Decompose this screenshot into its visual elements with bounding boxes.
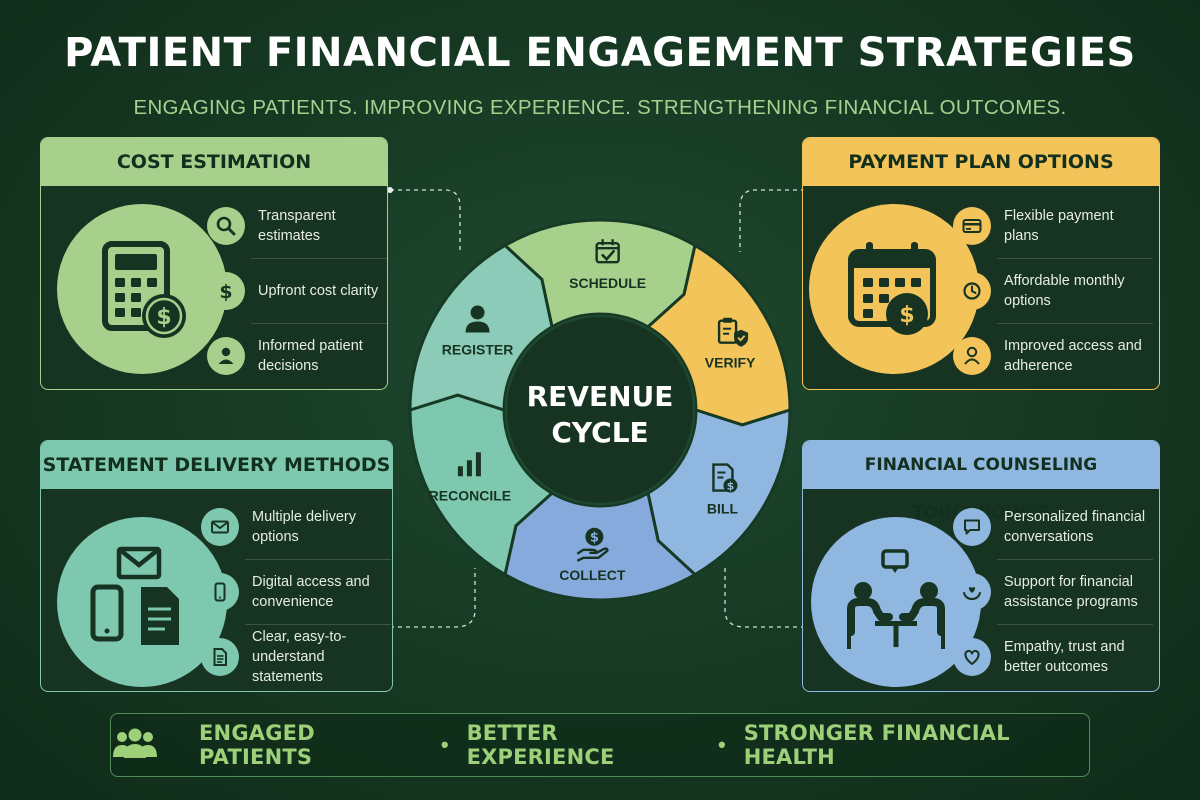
cycle-segment-reconcile bbox=[408, 393, 555, 577]
svg-text:$: $ bbox=[156, 305, 171, 330]
page-title: PATIENT FINANCIAL ENGAGEMENT STRATEGIES bbox=[64, 30, 1136, 76]
calculator-dollar-icon: $ bbox=[57, 204, 227, 374]
magnifier-icon bbox=[207, 206, 245, 245]
panel-counseling-title: FINANCIAL COUNSELING TOUCHPOINTS bbox=[803, 441, 1159, 523]
list-item: Personalized financial conversations bbox=[953, 494, 1153, 559]
list-item: Multiple delivery options bbox=[201, 494, 391, 559]
person-icon bbox=[953, 336, 991, 375]
list-item: Empathy, trust and better outcomes bbox=[953, 624, 1153, 689]
panel-cost-estimation: COST ESTIMATION $ Transparent bbox=[40, 137, 388, 390]
dollar-icon: $ bbox=[207, 271, 245, 310]
list-item: Support for financial assistance program… bbox=[953, 559, 1153, 624]
item-text: Flexible payment plans bbox=[1004, 207, 1114, 244]
cycle-label-reconcile: RECONCILE bbox=[429, 487, 511, 503]
chat-icon bbox=[953, 507, 991, 546]
footer-item-stronger-financial-health: STRONGER FINANCIAL HEALTH bbox=[743, 721, 1010, 769]
cycle-segment-bill bbox=[646, 407, 792, 577]
panel-statement-title: STATEMENT DELIVERY METHODS bbox=[41, 441, 392, 489]
item-text: Upfront cost clarity bbox=[258, 282, 379, 299]
group-icon bbox=[111, 727, 159, 764]
cost-items: Transparent estimates $ Upfront cost cla… bbox=[207, 193, 387, 388]
panel-cost-title: COST ESTIMATION bbox=[41, 138, 387, 186]
cycle-label-collect: COLLECT bbox=[559, 567, 626, 583]
heart-icon bbox=[953, 637, 991, 676]
person-icon bbox=[465, 305, 490, 333]
cycle-segment-schedule bbox=[502, 218, 697, 330]
svg-text:$: $ bbox=[899, 303, 914, 328]
cycle-center-title-line2: CYCLE bbox=[551, 416, 648, 449]
footer-item-better-experience: BETTER EXPERIENCE bbox=[466, 721, 615, 769]
list-item: Improved access and adherence bbox=[953, 323, 1153, 388]
footer-item-engaged-patients: ENGAGED PATIENTS bbox=[199, 721, 315, 769]
cycle-label-verify: VERIFY bbox=[705, 355, 756, 371]
counseling-items: Personalized financial conversations Sup… bbox=[953, 494, 1153, 689]
item-text: Informed patient decisions bbox=[258, 337, 363, 374]
cycle-label-bill: BILL bbox=[707, 501, 739, 517]
cycle-label-register: REGISTER bbox=[442, 341, 514, 357]
panel-financial-counseling: FINANCIAL COUNSELING TOUCHPOINTS P bbox=[802, 440, 1160, 692]
svg-text:$: $ bbox=[219, 281, 232, 302]
cycle-center-title-line1: REVENUE bbox=[527, 380, 674, 413]
footer-banner: ENGAGED PATIENTS • BETTER EXPERIENCE • S… bbox=[110, 713, 1090, 777]
payment-items: Flexible payment plans Affordable monthl… bbox=[953, 193, 1153, 388]
card-icon bbox=[953, 206, 991, 245]
panel-payment-plan: PAYMENT PLAN OPTIONS $ bbox=[802, 137, 1160, 390]
revenue-cycle-wheel: SCHEDULE VERIFY $ BILL $ COLLECT RECONCILE REGI… bbox=[408, 218, 792, 602]
footer-separator: • bbox=[440, 732, 449, 757]
person-icon bbox=[207, 336, 245, 375]
panel-statement-delivery: STATEMENT DELIVERY METHODS Multiple deli… bbox=[40, 440, 393, 692]
svg-text:$: $ bbox=[590, 530, 599, 545]
item-text: Digital access and convenience bbox=[252, 573, 370, 610]
page-subtitle: ENGAGING PATIENTS. IMPROVING EXPERIENCE.… bbox=[133, 96, 1067, 119]
hand-coin-icon: $ bbox=[576, 527, 609, 562]
panel-payment-title: PAYMENT PLAN OPTIONS bbox=[803, 138, 1159, 186]
item-text: Personalized financial conversations bbox=[1004, 508, 1146, 545]
meeting-icon bbox=[811, 517, 981, 687]
item-text: Improved access and adherence bbox=[1004, 337, 1142, 374]
devices-mail-icon bbox=[57, 517, 227, 687]
bar-chart-icon bbox=[457, 452, 481, 477]
item-text: Clear, easy-to-understand statements bbox=[252, 628, 347, 685]
connector-cost bbox=[387, 187, 461, 252]
item-text: Multiple delivery options bbox=[252, 508, 356, 545]
list-item: Informed patient decisions bbox=[207, 323, 387, 388]
cycle-segment-collect bbox=[503, 490, 698, 602]
calendar-check-icon bbox=[595, 239, 620, 264]
bill-dollar-icon: $ bbox=[712, 463, 738, 493]
item-text: Support for financial assistance program… bbox=[1004, 573, 1138, 610]
list-item: Flexible payment plans bbox=[953, 193, 1153, 258]
document-icon bbox=[201, 637, 239, 676]
footer-separator: • bbox=[718, 732, 726, 757]
list-item: $ Upfront cost clarity bbox=[207, 258, 387, 323]
item-text: Empathy, trust and better outcomes bbox=[1004, 638, 1125, 675]
list-item: Digital access and convenience bbox=[201, 559, 391, 624]
item-text: Affordable monthly options bbox=[1004, 272, 1125, 309]
cycle-label-schedule: SCHEDULE bbox=[569, 275, 646, 291]
item-text: Transparent estimates bbox=[258, 207, 336, 244]
svg-text:$: $ bbox=[727, 480, 735, 493]
envelope-icon bbox=[201, 507, 239, 546]
cycle-center bbox=[505, 315, 695, 505]
list-item: Transparent estimates bbox=[207, 193, 387, 258]
list-item: Clear, easy-to-understand statements bbox=[201, 624, 391, 689]
hands-heart-icon bbox=[953, 572, 991, 611]
list-item: Affordable monthly options bbox=[953, 258, 1153, 323]
calendar-dollar-icon: $ bbox=[809, 204, 979, 374]
phone-icon bbox=[201, 572, 239, 611]
clipboard-shield-icon bbox=[717, 317, 749, 347]
statement-items: Multiple delivery options Digital access… bbox=[201, 494, 391, 689]
clock-icon bbox=[953, 271, 991, 310]
